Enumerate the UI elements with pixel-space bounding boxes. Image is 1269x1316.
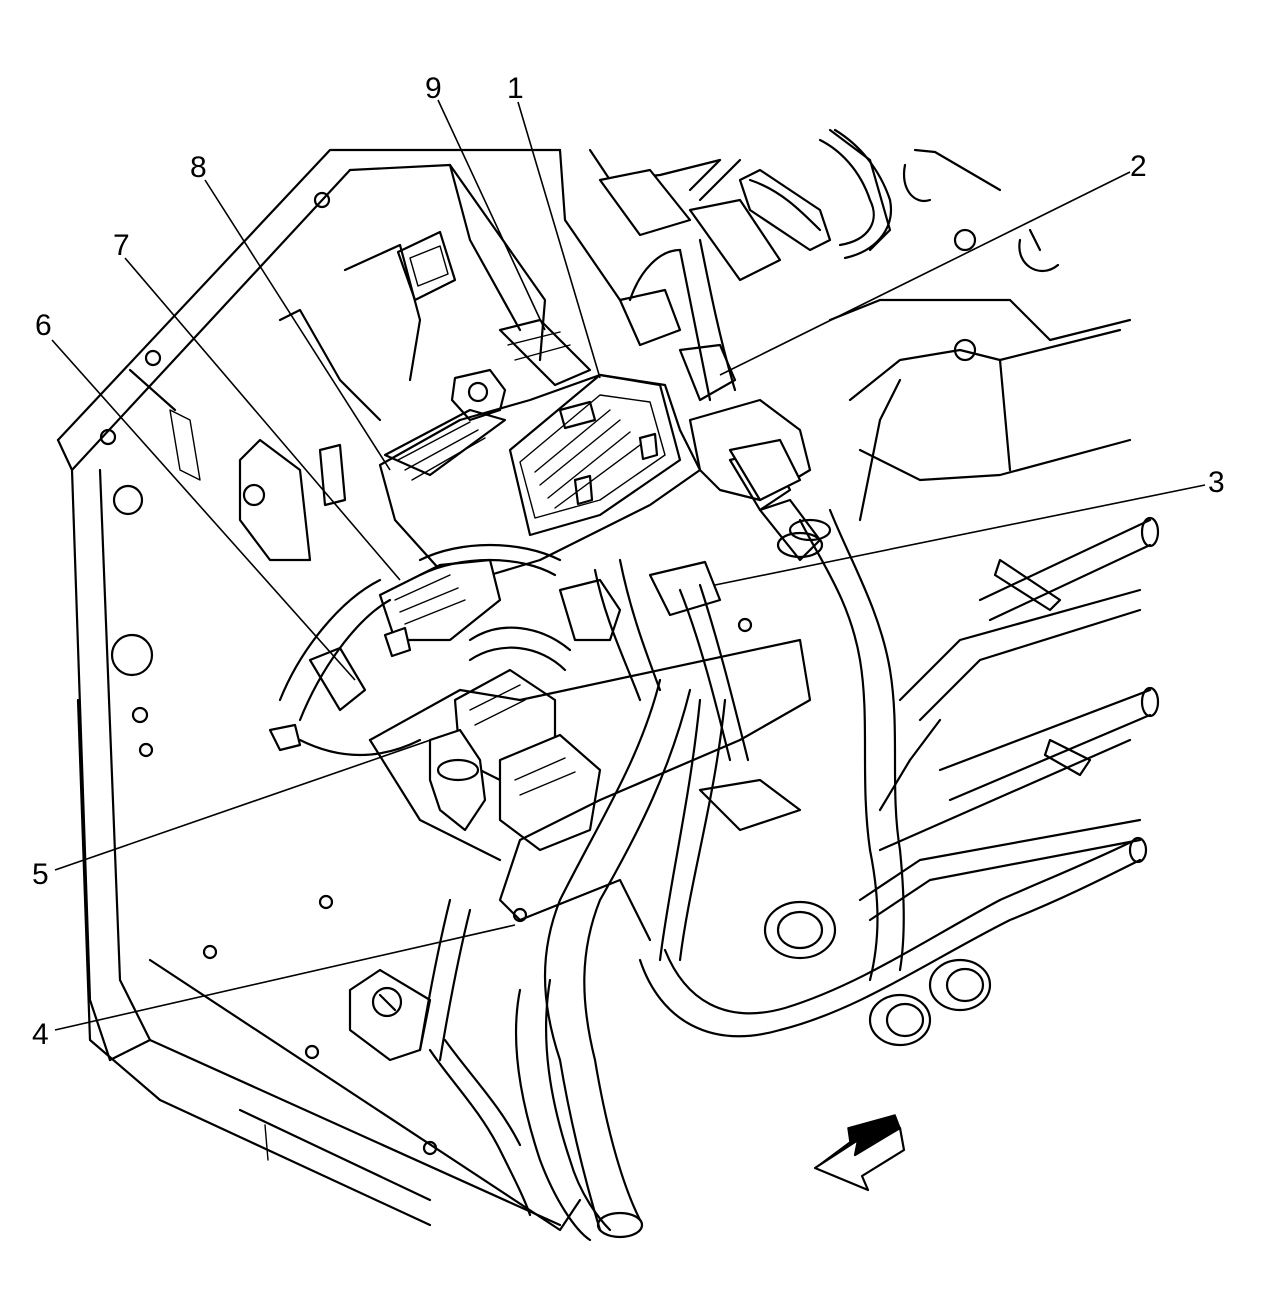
- callout-label-1: 1: [507, 72, 524, 105]
- callout-label-9: 9: [425, 72, 442, 105]
- leader-9: [437, 99, 546, 331]
- leader-5: [54, 734, 446, 871]
- callout-labels: 1 2 3 4 5 6 7 8 9: [32, 72, 1225, 1051]
- callout-leaders: [51, 99, 1206, 1031]
- grommet-group: [763, 900, 992, 1047]
- leader-7: [124, 257, 401, 581]
- callout-label-8: 8: [190, 151, 207, 184]
- wire-harness-loop: [638, 698, 1148, 1038]
- callout-label-5: 5: [32, 858, 49, 891]
- leader-4: [54, 924, 516, 1031]
- module-bracket: [348, 617, 812, 1062]
- callout-label-4: 4: [32, 1018, 49, 1051]
- callout-label-7: 7: [113, 229, 130, 262]
- leader-8: [204, 179, 391, 471]
- callout-label-3: 3: [1208, 466, 1225, 499]
- wire-harness-lower: [428, 978, 612, 1242]
- body-frame-rail: [56, 148, 582, 1232]
- leader-3: [714, 484, 1206, 586]
- leader-6: [51, 339, 356, 681]
- wire-harness-upper: [278, 128, 892, 1062]
- connector-group: [268, 168, 802, 852]
- firewall-panel: [238, 148, 722, 562]
- callout-label-2: 2: [1130, 150, 1147, 183]
- forward-arrow-icon: [813, 1114, 906, 1192]
- brake-fuel-lines: [858, 516, 1160, 922]
- wire-harness-right: [758, 498, 905, 982]
- callout-label-6: 6: [35, 309, 52, 342]
- leader-2: [719, 171, 1131, 376]
- leader-1: [517, 101, 601, 379]
- wire-harness-main: [543, 558, 692, 1239]
